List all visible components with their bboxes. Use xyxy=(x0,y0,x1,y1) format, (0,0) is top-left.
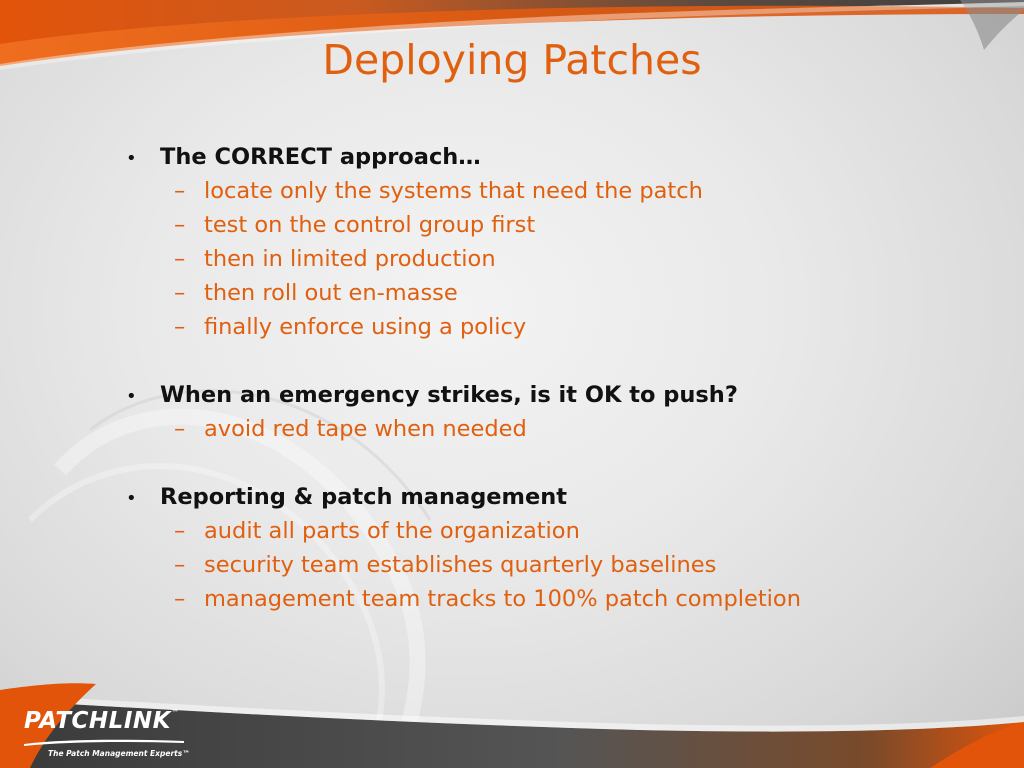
list-item: – locate only the systems that need the … xyxy=(122,174,982,208)
dash-glyph: – xyxy=(174,552,186,578)
dash-glyph: – xyxy=(174,280,186,306)
list-item-text: then roll out en-masse xyxy=(204,280,458,306)
section-spacer xyxy=(122,344,982,378)
section-heading: • The CORRECT approach… xyxy=(122,140,982,174)
list-item-text: test on the control group first xyxy=(204,212,536,238)
logo-tagline: The Patch Management Experts™ xyxy=(48,749,190,758)
list-item-text: management team tracks to 100% patch com… xyxy=(204,586,801,612)
logo-wordmark: PATCHLINK™ xyxy=(24,708,179,734)
list-item-text: avoid red tape when needed xyxy=(204,416,527,442)
section-heading-text: The CORRECT approach… xyxy=(160,144,481,170)
list-item: – then in limited production xyxy=(122,242,982,276)
list-item: – avoid red tape when needed xyxy=(122,412,982,446)
logo-trademark: ™ xyxy=(170,708,180,717)
bullet-glyph: • xyxy=(126,148,137,169)
dash-glyph: – xyxy=(174,314,186,340)
section-heading: • Reporting & patch management xyxy=(122,480,982,514)
bullet-glyph: • xyxy=(126,386,137,407)
list-item: – security team establishes quarterly ba… xyxy=(122,548,982,582)
section-heading-text: Reporting & patch management xyxy=(160,484,568,510)
dash-glyph: – xyxy=(174,416,186,442)
list-item-text: then in limited production xyxy=(204,246,496,272)
dash-glyph: – xyxy=(174,518,186,544)
list-item-text: finally enforce using a policy xyxy=(204,314,527,340)
list-item: – finally enforce using a policy xyxy=(122,310,982,344)
dash-glyph: – xyxy=(174,586,186,612)
logo-wordmark-text: PATCHLINK xyxy=(24,708,171,734)
list-item-text: locate only the systems that need the pa… xyxy=(204,178,703,204)
bullet-glyph: • xyxy=(126,488,137,509)
dash-glyph: – xyxy=(174,178,186,204)
list-item-text: audit all parts of the organization xyxy=(204,518,580,544)
page-title: Deploying Patches xyxy=(322,36,702,84)
logo-swoosh-icon xyxy=(24,739,184,746)
list-item: – audit all parts of the organization xyxy=(122,514,982,548)
list-item: – then roll out en-masse xyxy=(122,276,982,310)
dash-glyph: – xyxy=(174,246,186,272)
dash-glyph: – xyxy=(174,212,186,238)
section-spacer xyxy=(122,446,982,480)
list-item: – test on the control group first xyxy=(122,208,982,242)
section-heading-text: When an emergency strikes, is it OK to p… xyxy=(160,382,738,408)
section-heading: • When an emergency strikes, is it OK to… xyxy=(122,378,982,412)
list-item: – management team tracks to 100% patch c… xyxy=(122,582,982,616)
slide-content: • The CORRECT approach… – locate only th… xyxy=(122,140,982,616)
list-item-text: security team establishes quarterly base… xyxy=(204,552,717,578)
patchlink-logo: PATCHLINK™ The Patch Management Experts™ xyxy=(24,708,190,764)
